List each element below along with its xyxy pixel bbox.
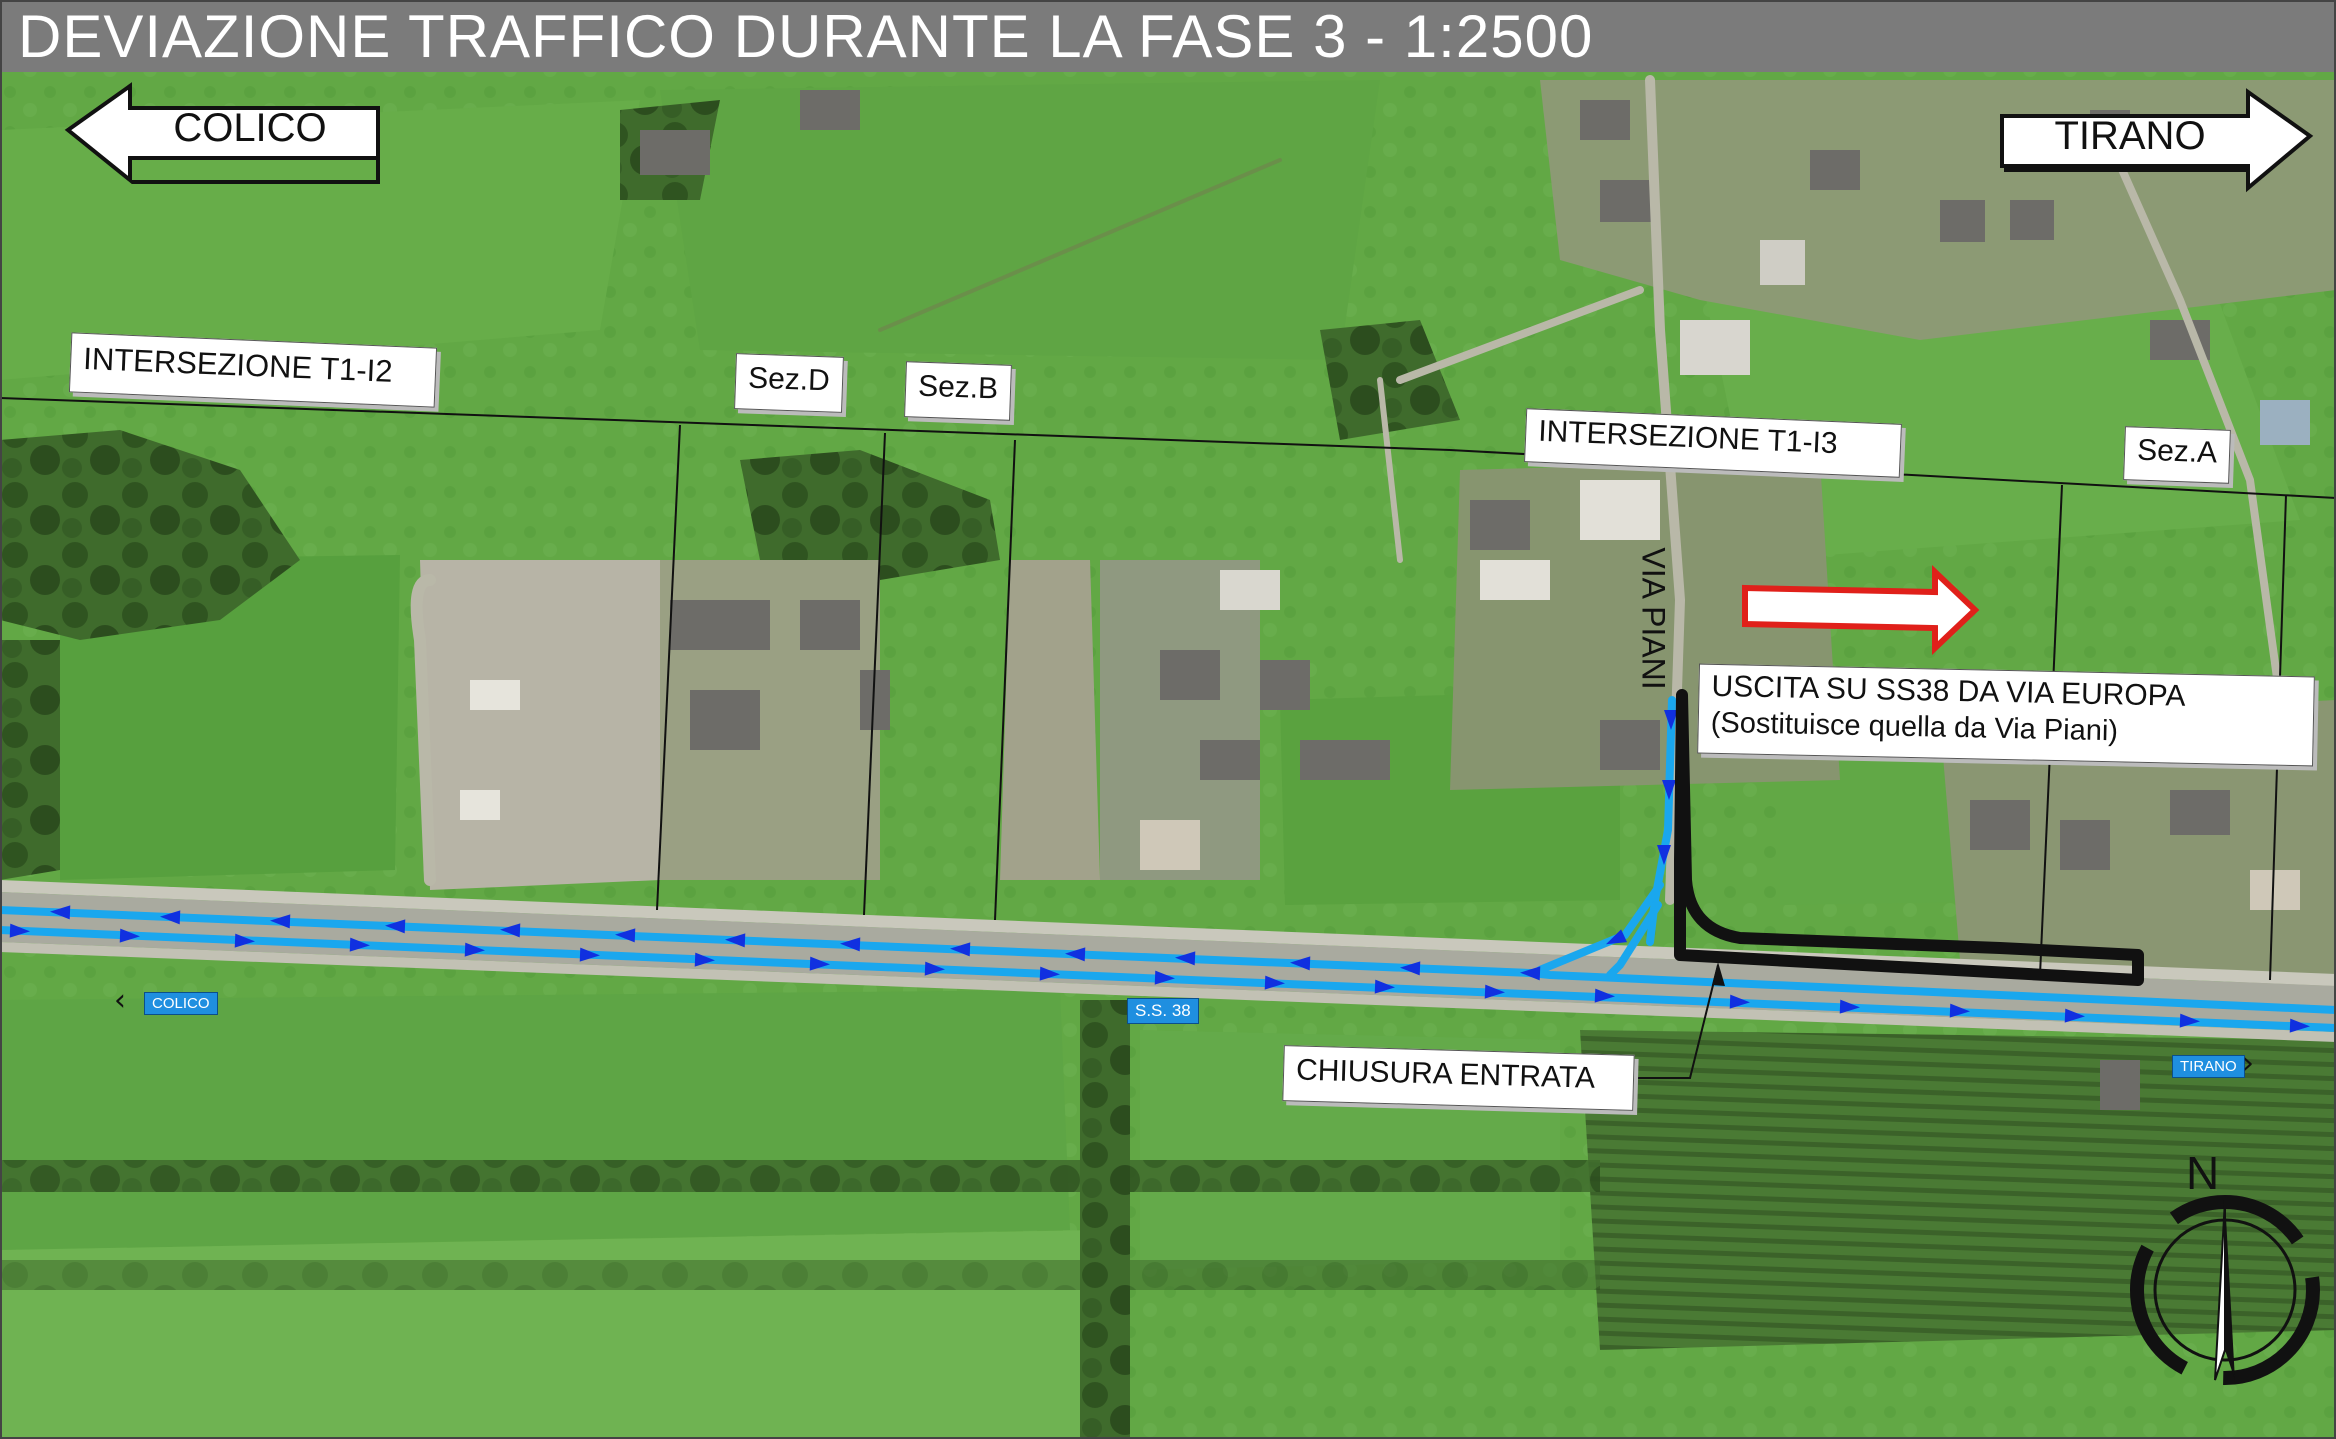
label-sez-d: Sez.D — [734, 353, 844, 413]
arrow-colico[interactable] — [64, 82, 380, 185]
label-chiusura-entrata: CHIUSURA ENTRATA — [1282, 1045, 1635, 1111]
traffic-lane-westbound — [0, 906, 2336, 1014]
field-north-center — [660, 80, 1380, 360]
compass-needle-dark — [2225, 1200, 2235, 1380]
sez-intermediate-line — [994, 439, 1016, 921]
chevron-right-icon: › — [2242, 1046, 2254, 1081]
label-sez-a: Sez.A — [2123, 426, 2231, 484]
chiusura-leader-line — [1625, 964, 1719, 1079]
label-via-piani: VIA PIANI — [1635, 547, 1672, 690]
road-sign-colico-label: COLICO — [144, 992, 218, 1015]
closure-black-line — [1674, 689, 2144, 986]
yard-gravel — [1000, 560, 1100, 880]
road-verge-south — [0, 942, 2336, 1042]
woods-ne — [1320, 320, 1460, 440]
direction-tirano-label: TIRANO — [2054, 114, 2206, 158]
label-uscita: USCITA SU SS38 DA VIA EUROPA (Sostituisc… — [1697, 663, 2315, 767]
traffic-ramp-right — [1606, 901, 1662, 979]
chevron-left-icon: ‹ — [114, 983, 126, 1018]
alignment-line-west — [0, 397, 1451, 451]
field-north-left — [0, 100, 640, 380]
arrow-tirano-shadow — [2004, 166, 2250, 172]
map-title: DEVIAZIONE TRAFFICO DURANTE LA FASE 3 - … — [18, 3, 1594, 70]
arrow-colico-shadow — [132, 160, 380, 184]
direction-colico-label: COLICO — [173, 106, 327, 150]
field-orchard — [1580, 1030, 2336, 1350]
detour-arrow — [1742, 565, 1980, 655]
label-sez-b: Sez.B — [904, 361, 1012, 421]
buildings — [460, 90, 2310, 1110]
aerial-map — [0, 72, 2336, 1439]
arrow-tirano[interactable] — [2000, 88, 2314, 193]
road-sign-ss38: S.S. 38 — [1127, 998, 1199, 1024]
tree-strip-3 — [0, 1260, 1600, 1290]
road-sign-tirano-label: TIRANO — [2172, 1055, 2245, 1078]
field-south-left — [0, 990, 1070, 1250]
tree-strip-2 — [0, 1160, 1600, 1192]
woods-west-2 — [0, 640, 60, 880]
compass-needle-light — [2214, 1199, 2226, 1381]
sez-d-line — [656, 424, 681, 911]
sez-b-line — [863, 432, 886, 916]
traffic-ramp-left — [1536, 881, 1664, 974]
compass — [2130, 1195, 2320, 1385]
compass-north-label: N — [2186, 1147, 2220, 1199]
woods-west — [0, 430, 300, 640]
chiusura-leader-arrowhead — [1712, 962, 1725, 986]
woods-center — [740, 450, 1000, 580]
title-bar: DEVIAZIONE TRAFFICO DURANTE LA FASE 3 - … — [0, 0, 2336, 74]
yard-industrial — [420, 560, 660, 890]
tree-strip-1 — [1080, 1000, 1130, 1439]
yard-farm — [1100, 560, 1260, 880]
field-yard-left — [60, 555, 400, 880]
traffic-arrows — [9, 710, 2310, 1033]
village-se — [1940, 700, 2336, 990]
